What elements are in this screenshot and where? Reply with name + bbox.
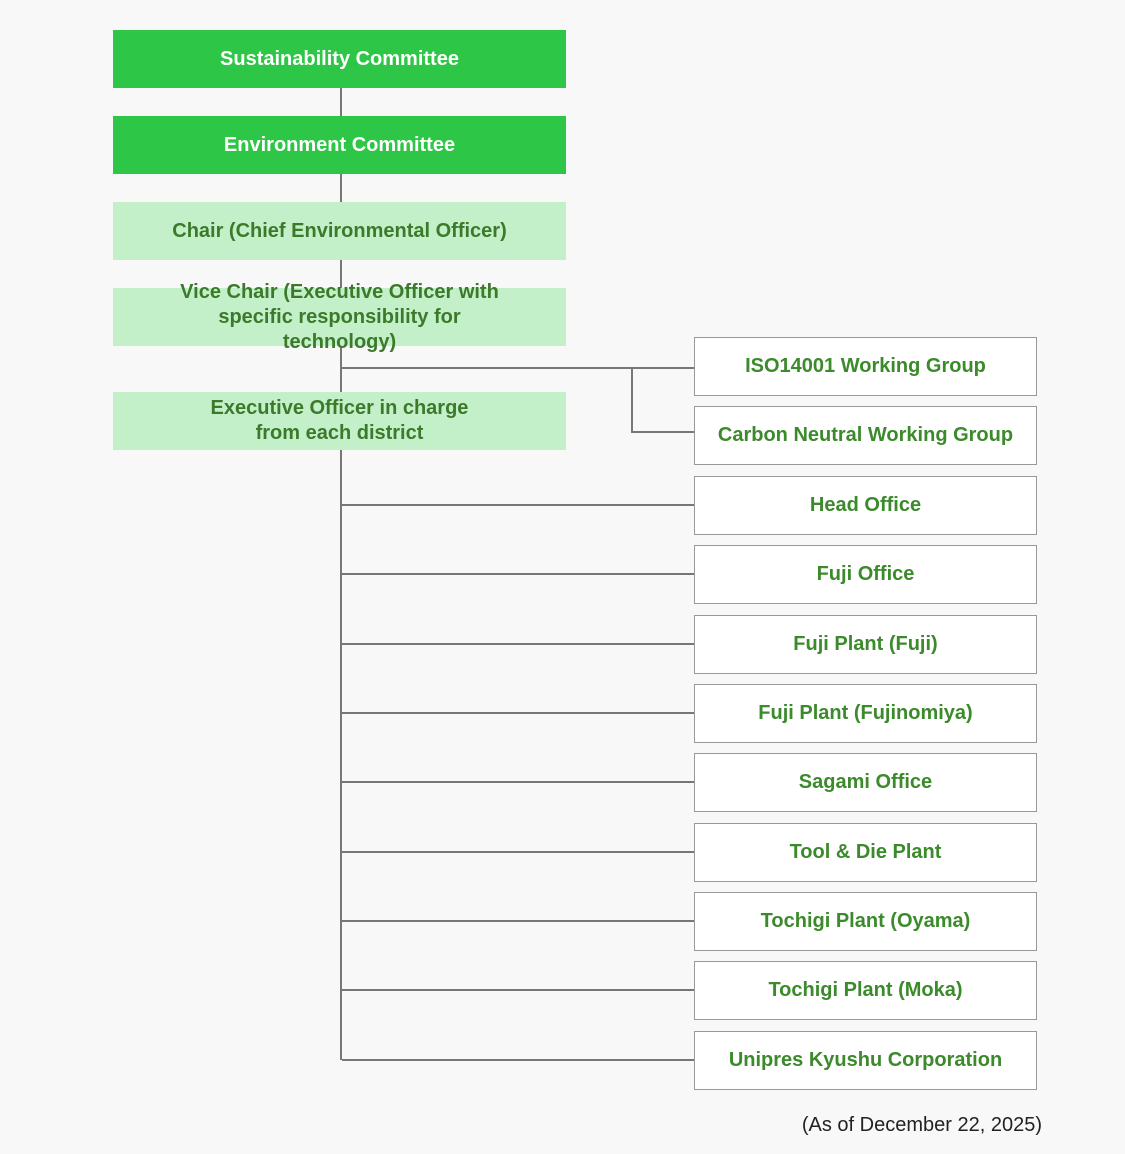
box-label: Carbon Neutral Working Group (717, 424, 1014, 446)
district-box: Tochigi Plant (Oyama) (694, 892, 1037, 951)
box-label: Fuji Plant (Fujinomiya) (758, 702, 973, 724)
district-box: Sagami Office (694, 753, 1037, 812)
wg-connector-line (340, 367, 694, 369)
district-box: Head Office (694, 476, 1037, 535)
district-box: Unipres Kyushu Corporation (694, 1031, 1037, 1090)
box-label: Sagami Office (798, 771, 933, 793)
district-connector-line (342, 920, 694, 922)
box-label: Sustainability Committee (220, 47, 459, 70)
box-label: Unipres Kyushu Corporation (728, 1049, 1003, 1071)
district-connector-line (342, 573, 694, 575)
district-box: Fuji Plant (Fujinomiya) (694, 684, 1037, 743)
iso14001-working-group-box: ISO14001 Working Group (694, 337, 1037, 396)
vice-chair-box: Vice Chair (Executive Officer with speci… (113, 281, 566, 353)
box-label: Fuji Plant (Fuji) (793, 633, 938, 655)
box-label: Fuji Office (816, 563, 915, 585)
district-connector-line (342, 1059, 694, 1061)
environment-committee-box: Environment Committee (113, 116, 566, 174)
sustainability-committee-box: Sustainability Committee (113, 30, 566, 88)
box-label: Head Office (809, 494, 922, 516)
district-connector-line (342, 781, 694, 783)
box-label: Tochigi Plant (Moka) (768, 979, 963, 1001)
as-of-date-note: (As of December 22, 2025) (801, 1114, 1042, 1136)
district-connector-line (342, 989, 694, 991)
district-connector-line (342, 712, 694, 714)
box-label: Executive Officer in charge from each di… (210, 397, 469, 444)
district-box: Tool & Die Plant (694, 823, 1037, 882)
carbon-neutral-working-group-box: Carbon Neutral Working Group (694, 406, 1037, 465)
district-officer-box: Executive Officer in charge from each di… (113, 392, 566, 450)
district-connector-line (342, 851, 694, 853)
district-connector-line (342, 504, 694, 506)
chair-box: Chair (Chief Environmental Officer) (113, 202, 566, 260)
district-connector-line (342, 643, 694, 645)
main-vertical-line (340, 88, 342, 1060)
box-label: Vice Chair (Executive Officer with speci… (180, 280, 499, 353)
box-label: Chair (Chief Environmental Officer) (172, 219, 507, 242)
district-box: Fuji Office (694, 545, 1037, 604)
district-box: Tochigi Plant (Moka) (694, 961, 1037, 1020)
wg-bracket-vertical (631, 367, 633, 433)
wg-connector-line (631, 431, 694, 433)
box-label: Tool & Die Plant (789, 841, 942, 863)
district-box: Fuji Plant (Fuji) (694, 615, 1037, 674)
box-label: Environment Committee (223, 133, 456, 156)
box-label: Tochigi Plant (Oyama) (760, 910, 971, 932)
box-label: ISO14001 Working Group (745, 355, 986, 377)
